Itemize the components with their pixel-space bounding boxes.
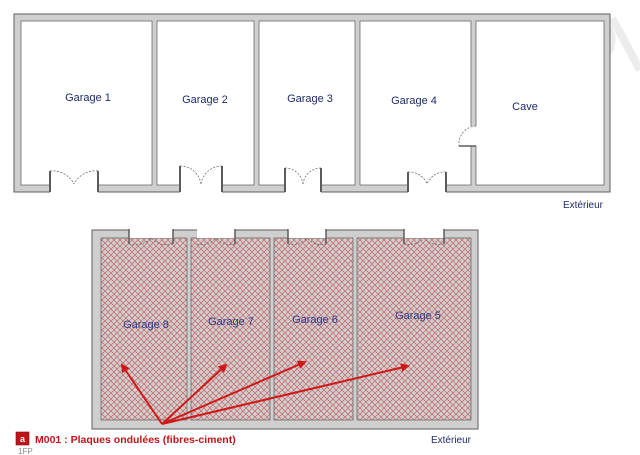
room-label-garage-1: Garage 1	[65, 92, 111, 104]
arrow-to-garage-7	[161, 363, 228, 425]
room-garage-3	[258, 20, 356, 186]
legend-label: M001 : Plaques ondulées (fibres-ciment)	[35, 434, 236, 446]
door-garage-5	[403, 229, 445, 245]
door-cave	[458, 125, 477, 147]
room-garage-4	[359, 20, 472, 186]
room-garage-8	[100, 237, 188, 421]
exterior-label-bottom: Extérieur	[431, 435, 472, 446]
room-label-garage-2: Garage 2	[182, 94, 228, 106]
bottom-building: Garage 8 Garage 7 Garage 6 Garage 5	[91, 229, 479, 430]
room-label-garage-7: Garage 7	[208, 316, 254, 328]
exterior-label-top: Extérieur	[563, 200, 604, 211]
door-garage-1	[49, 170, 99, 193]
door-garage-6	[287, 229, 327, 245]
door-garage-3	[284, 167, 322, 193]
arrow-to-garage-8	[120, 363, 163, 425]
room-label-garage-6: Garage 6	[292, 314, 338, 326]
room-garage-2	[156, 20, 255, 186]
material-arrows	[120, 360, 410, 425]
arrow-to-garage-5	[161, 363, 410, 425]
door-garage-7	[196, 229, 236, 245]
door-garage-2	[179, 165, 223, 193]
arrow-to-garage-6	[161, 360, 307, 425]
room-label-garage-8: Garage 8	[123, 319, 169, 331]
material-legend: a M001 : Plaques ondulées (fibres-ciment…	[15, 431, 236, 455]
legend-badge	[15, 431, 30, 446]
legend-badge-letter: a	[20, 434, 26, 444]
legend-sub: 1FP	[18, 447, 33, 455]
room-cave	[475, 20, 605, 186]
room-garage-6	[273, 237, 354, 421]
room-garage-7	[190, 237, 271, 421]
top-building: Garage 1 Garage 2 Garage 3 Garage 4 Cave	[13, 13, 611, 193]
room-garage-5	[356, 237, 472, 421]
door-garage-4	[407, 171, 447, 193]
room-label-garage-5: Garage 5	[395, 310, 441, 322]
room-label-garage-3: Garage 3	[287, 93, 333, 105]
room-label-garage-4: Garage 4	[391, 95, 437, 107]
room-label-cave: Cave	[512, 101, 538, 113]
door-garage-8	[128, 229, 174, 246]
room-garage-1	[20, 20, 153, 186]
